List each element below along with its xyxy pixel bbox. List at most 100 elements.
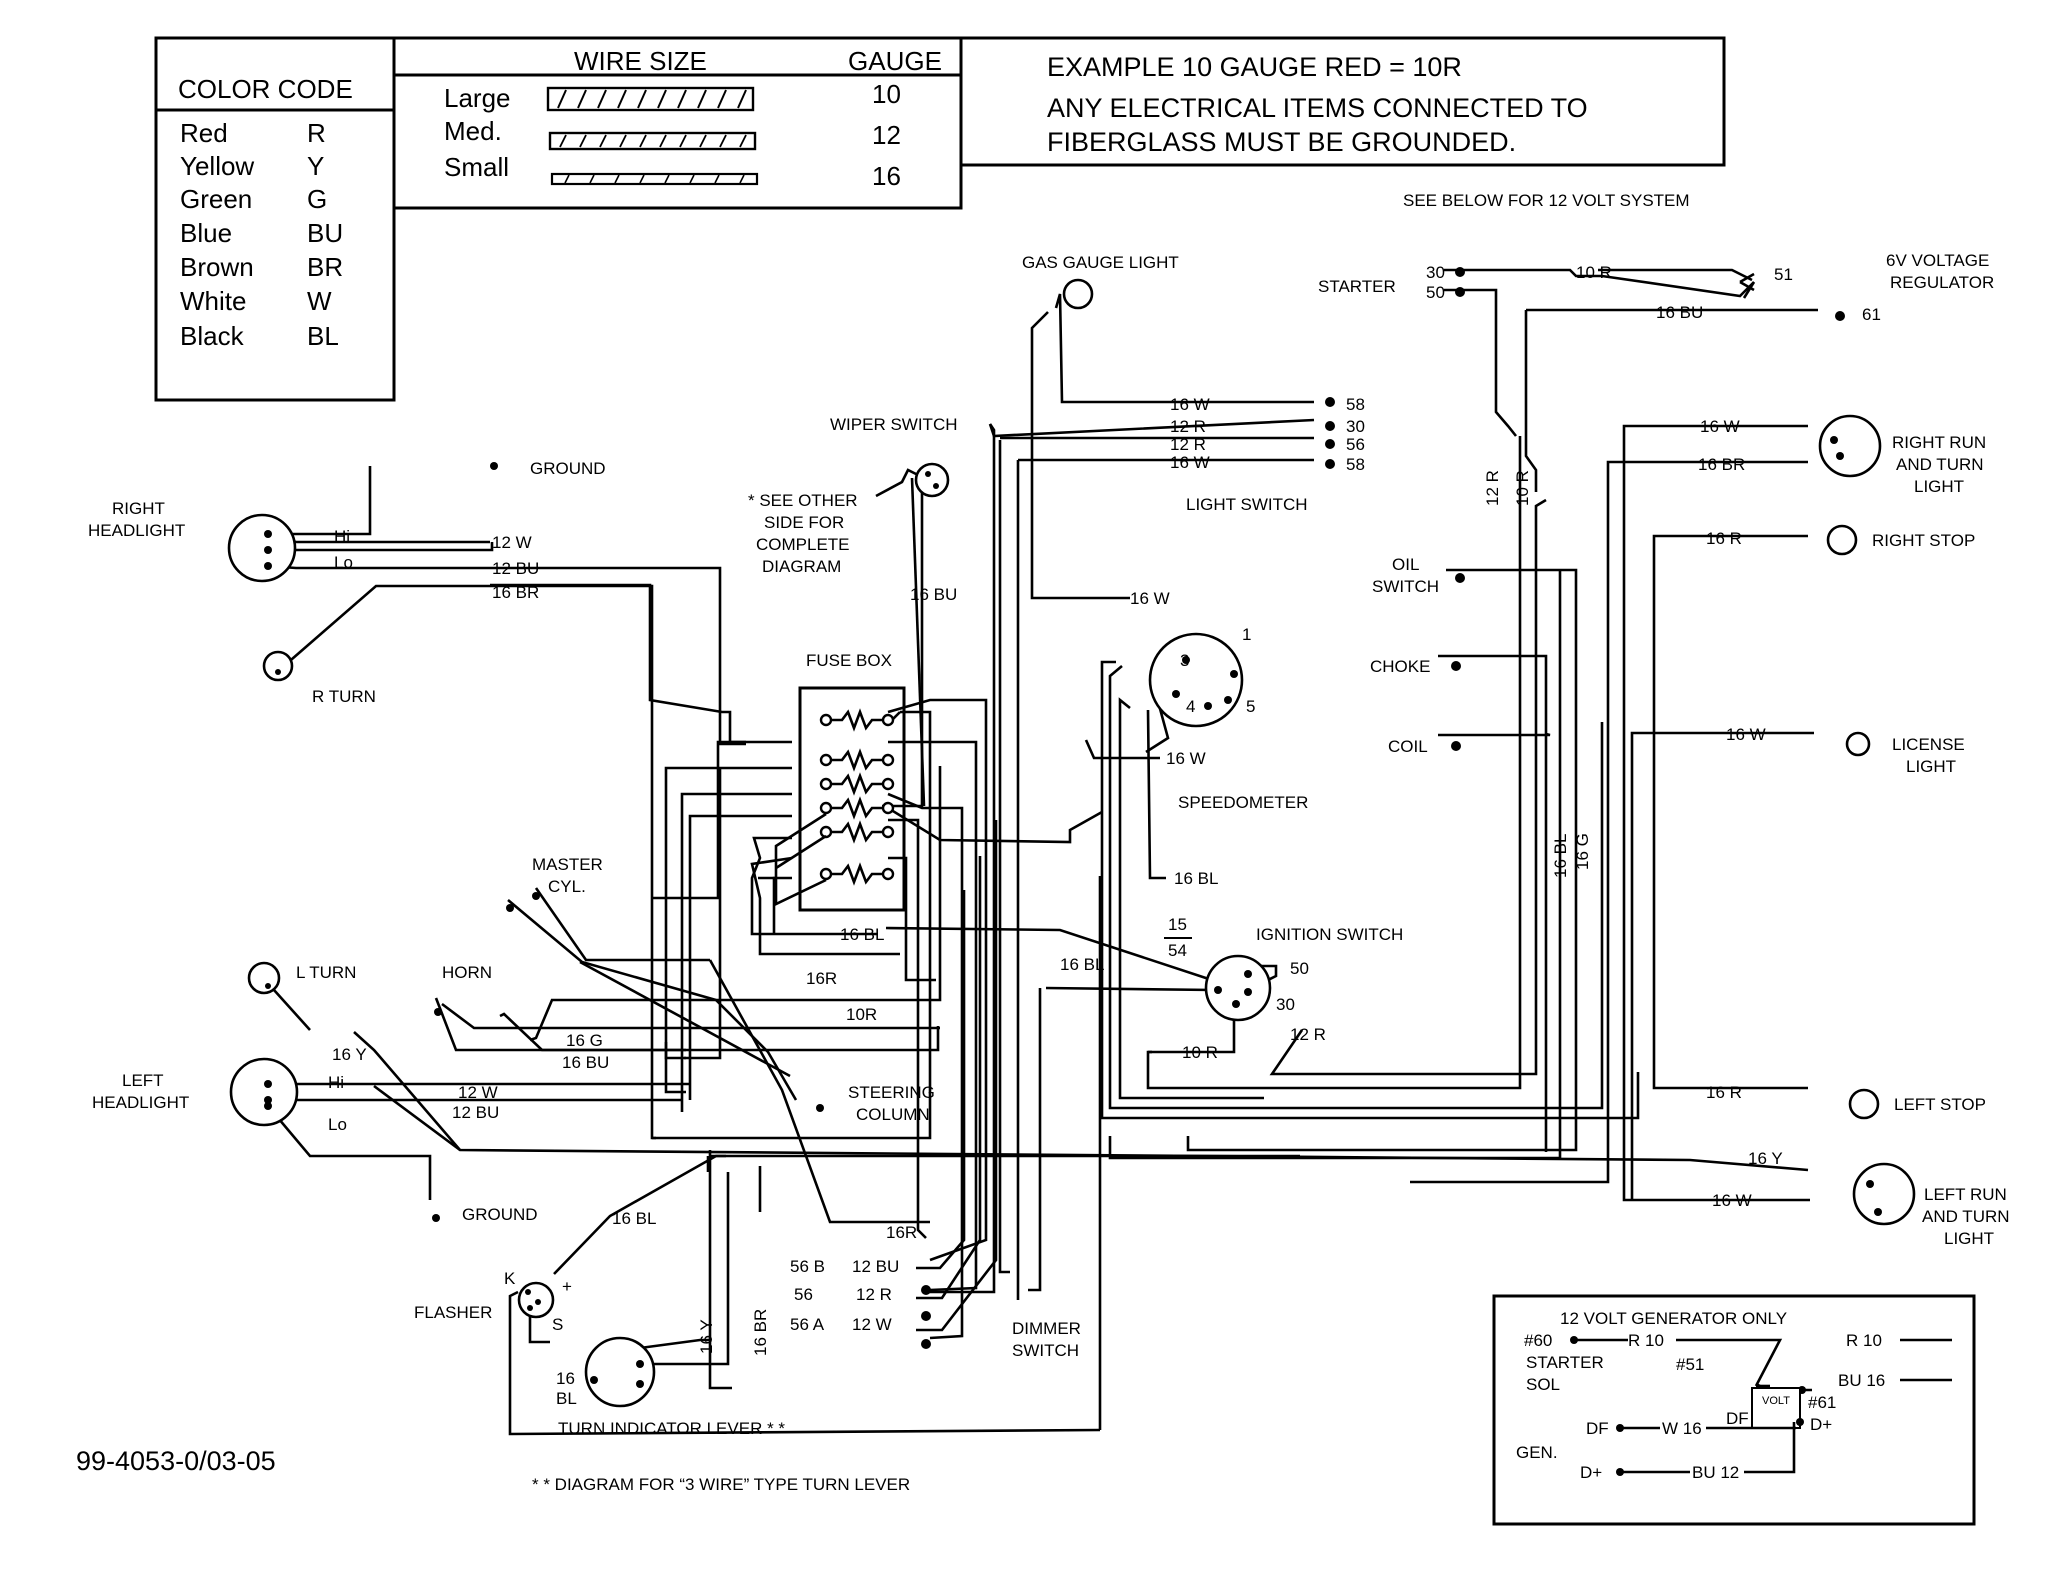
flasher <box>517 1281 555 1319</box>
wire-label: 12 R <box>1483 470 1502 506</box>
regulator-label: REGULATOR <box>1890 273 1994 292</box>
wire-label: 10 R <box>1182 1043 1218 1062</box>
wire-label: 16 W <box>1170 395 1210 414</box>
generator-label: #60 <box>1524 1331 1552 1350</box>
wire-label: 12 BU <box>492 559 539 578</box>
wire-size-swatches <box>546 86 759 186</box>
turn-indicator-lever-label: TURN INDICATOR LEVER * * <box>558 1419 785 1438</box>
wires <box>267 268 1818 1436</box>
generator-label: DF <box>1586 1419 1609 1438</box>
wire-label: 16 W <box>1166 749 1206 768</box>
flasher-label: FLASHER <box>414 1303 492 1322</box>
wire-label: 56 B <box>790 1257 825 1276</box>
example-text: EXAMPLE 10 GAUGE RED = 10R <box>1047 52 1462 82</box>
color-name: Black <box>180 321 245 351</box>
speedo-pin-label: 5 <box>1246 697 1255 716</box>
wire-label: 16 BL <box>1174 869 1218 888</box>
right-run-turn-label: LIGHT <box>1914 477 1964 496</box>
see-below-note: SEE BELOW FOR 12 VOLT SYSTEM <box>1403 191 1690 210</box>
color-code: BL <box>307 321 339 351</box>
left-run-turn-light <box>1852 1162 1916 1226</box>
generator-label: R 10 <box>1846 1331 1882 1350</box>
wire-label: 16 G <box>566 1031 603 1050</box>
dimmer-switch-label: SWITCH <box>1012 1341 1079 1360</box>
left-stop-label: LEFT STOP <box>1894 1095 1986 1114</box>
wire-label: 16 BL <box>612 1209 656 1228</box>
see-other-side-note: COMPLETE <box>756 535 850 554</box>
right-run-turn-light <box>1818 414 1882 478</box>
left-run-turn-label: AND TURN <box>1922 1207 2010 1226</box>
color-name: Yellow <box>180 151 254 181</box>
see-other-side-note: SIDE FOR <box>764 513 844 532</box>
wire-label: 30 <box>1346 417 1365 436</box>
left-headlight-label: HEADLIGHT <box>92 1093 189 1112</box>
fuse-box <box>758 686 906 912</box>
generator-label: BU 12 <box>1692 1463 1739 1482</box>
flasher-plus-label: + <box>562 1277 572 1296</box>
color-code: R <box>307 118 326 148</box>
wire-label: 16 R <box>1706 1083 1742 1102</box>
wire-label: 16 W <box>1726 725 1766 744</box>
wire-label: 16R <box>886 1223 917 1242</box>
gas-gauge-light-label: GAS GAUGE LIGHT <box>1022 253 1179 272</box>
gauge-value: 16 <box>872 161 901 191</box>
color-name: White <box>180 286 246 316</box>
wire-label: 61 <box>1862 305 1881 324</box>
choke-label: CHOKE <box>1370 657 1430 676</box>
wire-label: 16 R <box>1706 529 1742 548</box>
wire-label: 30 <box>1426 263 1445 282</box>
gauge-title: GAUGE <box>848 46 942 76</box>
ign-15-label: 15 <box>1168 915 1187 934</box>
color-code: BR <box>307 252 343 282</box>
light-switch-label: LIGHT SWITCH <box>1186 495 1308 514</box>
wire-label: Lo <box>328 1115 347 1134</box>
starter-terminal-30 <box>1455 267 1465 277</box>
speedo-pin-label: 1 <box>1242 625 1251 644</box>
master-cyl-label: CYL. <box>548 877 586 896</box>
regulator-label: 6V VOLTAGE <box>1886 251 1989 270</box>
ignition-switch <box>1204 954 1272 1022</box>
choke-terminal <box>1451 661 1461 671</box>
see-other-side-note: * SEE OTHER <box>748 491 858 510</box>
ground-note-line2: FIBERGLASS MUST BE GROUNDED. <box>1047 127 1516 157</box>
generator-12v-box: 12 VOLT GENERATOR ONLY #60 R 10 STARTER … <box>1492 1294 1976 1526</box>
left-headlight <box>229 1057 299 1127</box>
right-headlight <box>227 513 297 583</box>
color-code-title: COLOR CODE <box>178 74 353 104</box>
color-code: BU <box>307 218 343 248</box>
license-light-label: LIGHT <box>1906 757 1956 776</box>
ign-50-label: 50 <box>1290 959 1309 978</box>
oil-switch-terminal <box>1455 573 1465 583</box>
wire-label: 58 <box>1346 395 1365 414</box>
left-headlight-label: LEFT <box>122 1071 164 1090</box>
generator-label: DF <box>1726 1409 1749 1428</box>
turn-indicator-lever <box>584 1336 656 1408</box>
coil-terminal <box>1451 741 1461 751</box>
gauge-value: 12 <box>872 120 901 150</box>
l-turn-label: L TURN <box>296 963 356 982</box>
steering-column-label: COLUMN <box>856 1105 930 1124</box>
steering-column-label: STEERING <box>848 1083 935 1102</box>
wire-label: 16 G <box>1573 833 1592 870</box>
right-run-turn-label: RIGHT RUN <box>1892 433 1986 452</box>
ground-terminal <box>432 1214 440 1222</box>
ignition-switch-label: IGNITION SWITCH <box>1256 925 1403 944</box>
generator-label: D+ <box>1580 1463 1602 1482</box>
gas-gauge-light <box>1062 278 1094 310</box>
fuse-box-label: FUSE BOX <box>806 651 892 670</box>
left-run-turn-label: LEFT RUN <box>1924 1185 2007 1204</box>
wire-label: 56 <box>1346 435 1365 454</box>
color-name: Red <box>180 118 228 148</box>
right-stop-label: RIGHT STOP <box>1872 531 1975 550</box>
wire-label: 16 W <box>1170 453 1210 472</box>
gauge-value: 10 <box>872 79 901 109</box>
wire-label: 10R <box>846 1005 877 1024</box>
wire-label: 16 Y <box>697 1319 716 1354</box>
wire-label: 12 R <box>1290 1025 1326 1044</box>
right-stop-lamp <box>1826 524 1858 556</box>
regulator-terminal-61 <box>1835 311 1845 321</box>
wire-label: 12 R <box>856 1285 892 1304</box>
wire-label: 16 BL <box>840 925 884 944</box>
wire-label: 16 Y <box>1748 1149 1783 1168</box>
